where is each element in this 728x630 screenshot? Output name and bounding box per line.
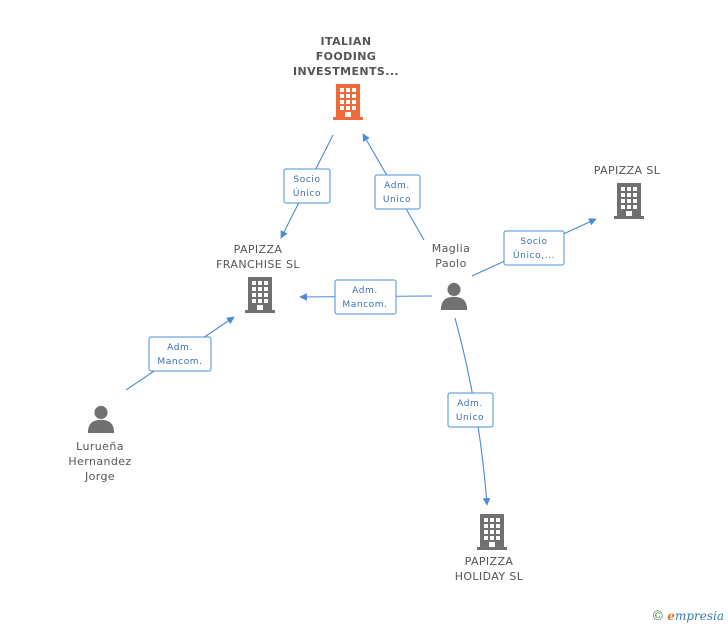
svg-text:FOODING: FOODING: [316, 50, 376, 63]
svg-text:Jorge: Jorge: [84, 470, 115, 483]
brand-name: mpresia: [674, 609, 724, 623]
svg-text:INVESTMENTS...: INVESTMENTS...: [293, 65, 399, 78]
svg-text:Maglia: Maglia: [432, 242, 470, 255]
svg-text:Adm.: Adm.: [457, 399, 483, 409]
edge-label-socio-unico-2[interactable]: Socio Único,...: [503, 230, 565, 266]
empresia-credit[interactable]: ©empresia: [651, 609, 724, 624]
svg-text:Adm.: Adm.: [352, 286, 378, 296]
svg-text:PAPIZZA SL: PAPIZZA SL: [594, 164, 661, 177]
edges: [125, 133, 597, 506]
svg-text:Mancom.: Mancom.: [342, 300, 387, 310]
svg-text:Hernandez: Hernandez: [68, 455, 131, 468]
svg-text:Unico: Unico: [383, 195, 411, 205]
building-icon: [333, 84, 363, 120]
building-icon: [477, 514, 507, 550]
node-maglia-paolo[interactable]: Maglia Paolo: [432, 242, 470, 310]
building-icon: [614, 183, 644, 219]
edge-label-adm-unico-1[interactable]: Adm. Unico: [374, 174, 421, 210]
svg-text:PAPIZZA: PAPIZZA: [465, 555, 514, 568]
svg-text:Paolo: Paolo: [435, 257, 466, 270]
person-icon: [87, 405, 115, 433]
svg-text:Lurueña: Lurueña: [76, 440, 124, 453]
svg-text:Unico: Unico: [456, 413, 484, 423]
edge-label-adm-unico-2[interactable]: Adm. Unico: [447, 392, 494, 428]
svg-text:Único: Único: [293, 187, 321, 199]
svg-text:PAPIZZA: PAPIZZA: [234, 243, 283, 256]
node-papizza-holiday[interactable]: PAPIZZA HOLIDAY SL: [455, 514, 524, 583]
node-papizza-franchise[interactable]: PAPIZZA FRANCHISE SL: [216, 243, 300, 313]
edge-label-adm-mancom-2[interactable]: Adm. Mancom.: [148, 336, 212, 372]
svg-text:FRANCHISE SL: FRANCHISE SL: [216, 258, 300, 271]
building-icon: [245, 277, 275, 313]
person-icon: [440, 282, 468, 310]
svg-text:ITALIAN: ITALIAN: [321, 35, 372, 48]
node-papizza-sl[interactable]: PAPIZZA SL: [594, 164, 661, 219]
edge-label-adm-mancom-1[interactable]: Adm. Mancom.: [334, 279, 397, 315]
svg-text:HOLIDAY SL: HOLIDAY SL: [455, 570, 524, 583]
svg-text:Socio: Socio: [520, 237, 547, 247]
node-luruena-hernandez-jorge[interactable]: Lurueña Hernandez Jorge: [68, 405, 131, 483]
svg-text:Mancom.: Mancom.: [157, 357, 202, 367]
svg-text:Socio: Socio: [293, 175, 320, 185]
svg-text:Adm.: Adm.: [167, 343, 193, 353]
edge-labels: Socio Único Adm. Unico Socio Único,... A…: [148, 168, 565, 428]
edge-label-socio-unico-1[interactable]: Socio Único: [283, 168, 331, 204]
brand-initial: e: [667, 609, 675, 623]
svg-text:Adm.: Adm.: [384, 181, 410, 191]
copyright-icon: ©: [651, 609, 665, 624]
node-italian-fooding-investments[interactable]: ITALIAN FOODING INVESTMENTS...: [293, 35, 399, 120]
svg-text:Único,...: Único,...: [513, 249, 555, 261]
